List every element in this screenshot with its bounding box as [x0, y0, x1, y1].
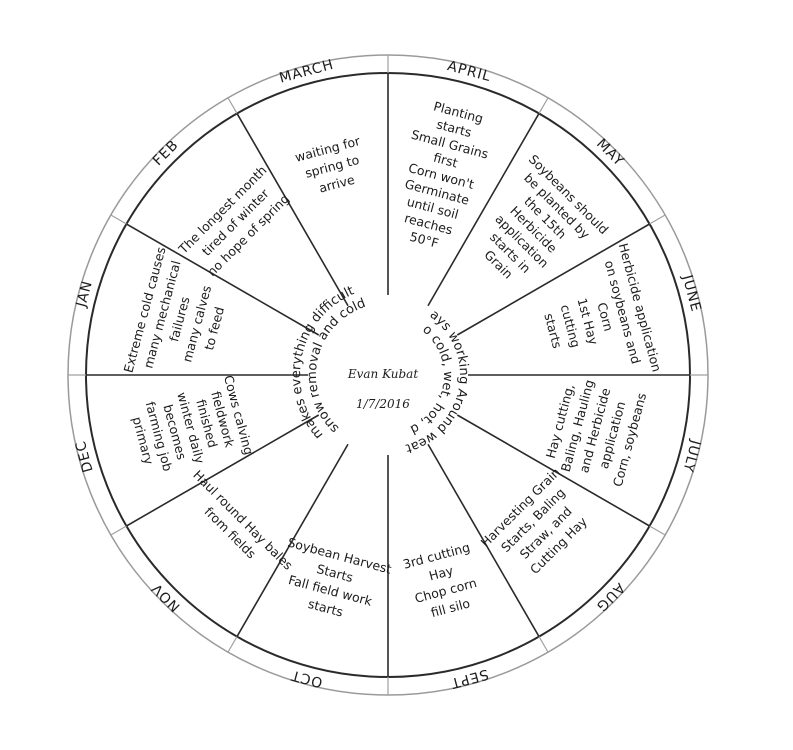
month-label-aug: AUG: [592, 579, 627, 614]
month-label-jan: JAN: [73, 279, 96, 310]
outer-tick: [538, 636, 549, 653]
outer-tick: [110, 214, 127, 225]
center-signature: Evan Kubat: [347, 367, 419, 381]
sector-divider: [126, 223, 320, 336]
outer-tick: [538, 97, 549, 114]
month-label-nov: NOV: [148, 579, 183, 614]
outer-tick: [227, 636, 238, 653]
sector-divider: [456, 223, 650, 336]
sector-divider: [236, 443, 349, 637]
note-line: Hay: [427, 562, 455, 583]
outer-tick: [110, 525, 127, 536]
month-label-april: APRIL: [446, 58, 493, 85]
outer-tick: [649, 214, 666, 225]
sector-divider: [236, 113, 349, 307]
note-line: Corn: [594, 301, 616, 333]
sector-divider: [427, 443, 540, 637]
month-label-feb: FEB: [150, 137, 182, 169]
outer-tick: [649, 525, 666, 536]
month-label-may: MAY: [593, 136, 627, 170]
wheel-spokes: [68, 55, 708, 695]
note-line: Haul round Hay bales: [190, 467, 296, 573]
sector-divider: [456, 414, 650, 527]
outer-tick: [227, 97, 238, 114]
month-label-march: MARCH: [278, 57, 336, 87]
sector-divider: [427, 113, 540, 307]
note-line: first: [432, 150, 460, 171]
sector-divider: [126, 414, 320, 527]
note-line: 50°F: [408, 229, 440, 251]
center-date: 1/7/2016: [356, 397, 410, 411]
